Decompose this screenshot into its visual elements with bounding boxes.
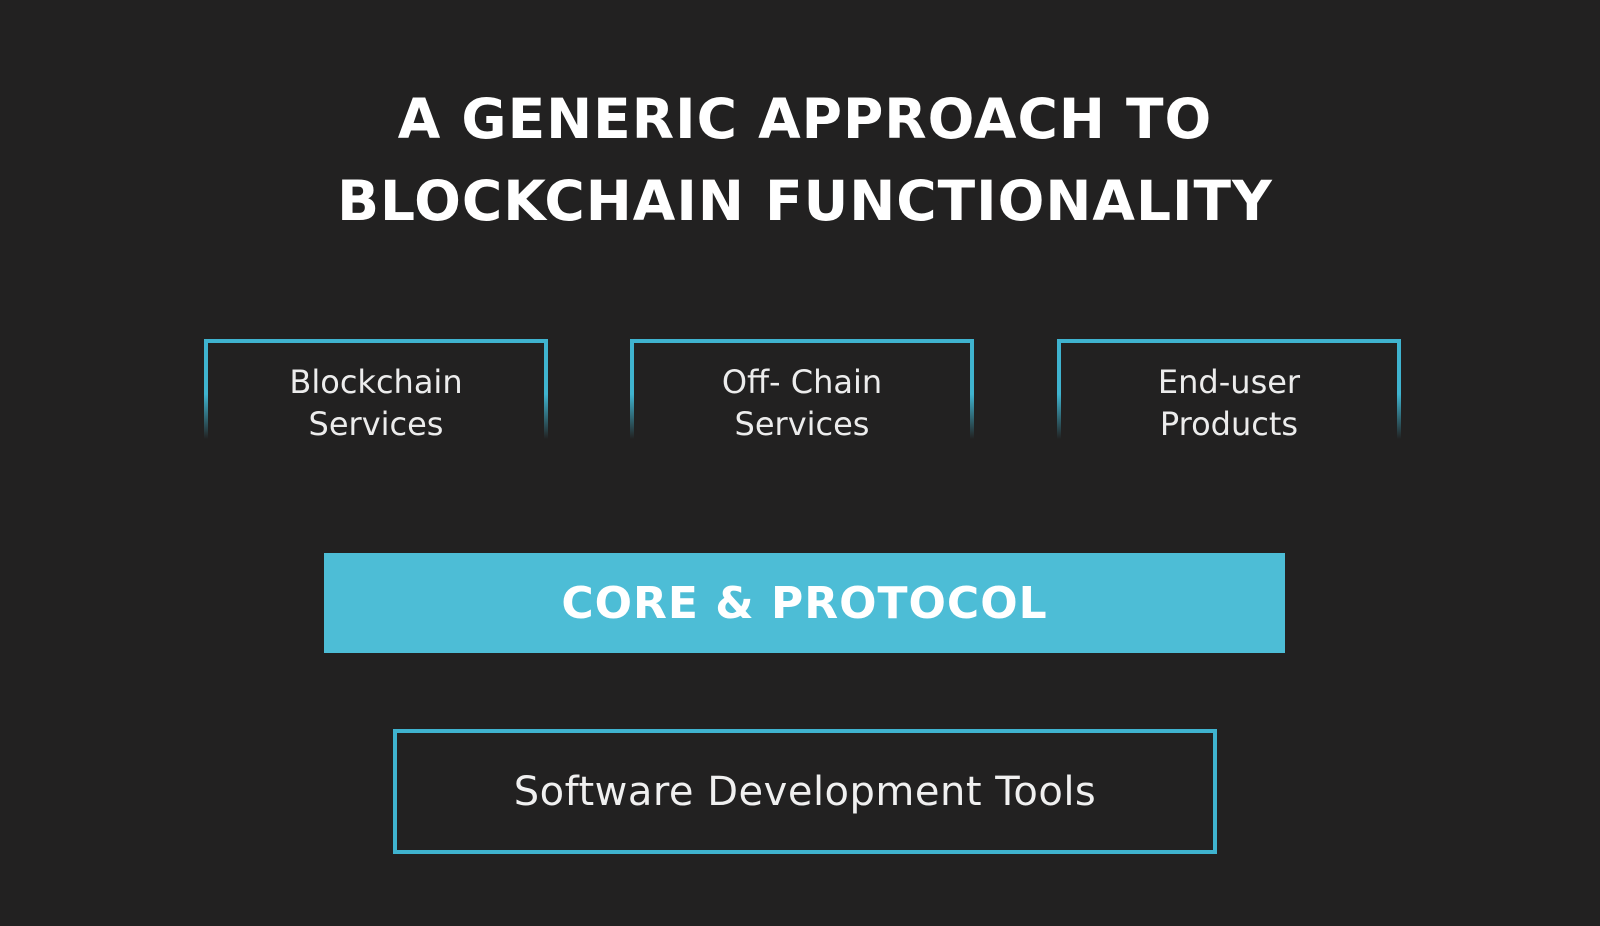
software-development-tools-box: Software Development Tools [393,729,1217,854]
box-blockchain-services: Blockchain Services [204,339,548,443]
box-label: Off- Chain Services [630,361,974,445]
box-label-line-2: Services [734,405,870,443]
slide-title: A GENERIC APPROACH TO BLOCKCHAIN FUNCTIO… [0,78,1600,242]
core-protocol-bar: CORE & PROTOCOL [324,553,1285,653]
box-label-line-2: Products [1159,405,1299,443]
box-label-line-1: End-user [1157,363,1301,401]
box-label: Blockchain Services [204,361,548,445]
box-label: End-user Products [1057,361,1401,445]
title-line-2: BLOCKCHAIN FUNCTIONALITY [337,169,1273,233]
core-protocol-label: CORE & PROTOCOL [561,577,1048,629]
box-off-chain-services: Off- Chain Services [630,339,974,443]
box-label-line-2: Services [308,405,444,443]
box-end-user-products: End-user Products [1057,339,1401,443]
software-development-tools-label: Software Development Tools [513,768,1097,815]
box-label-line-1: Off- Chain [721,363,883,401]
box-label-line-1: Blockchain [289,363,463,401]
title-line-1: A GENERIC APPROACH TO [397,87,1213,151]
